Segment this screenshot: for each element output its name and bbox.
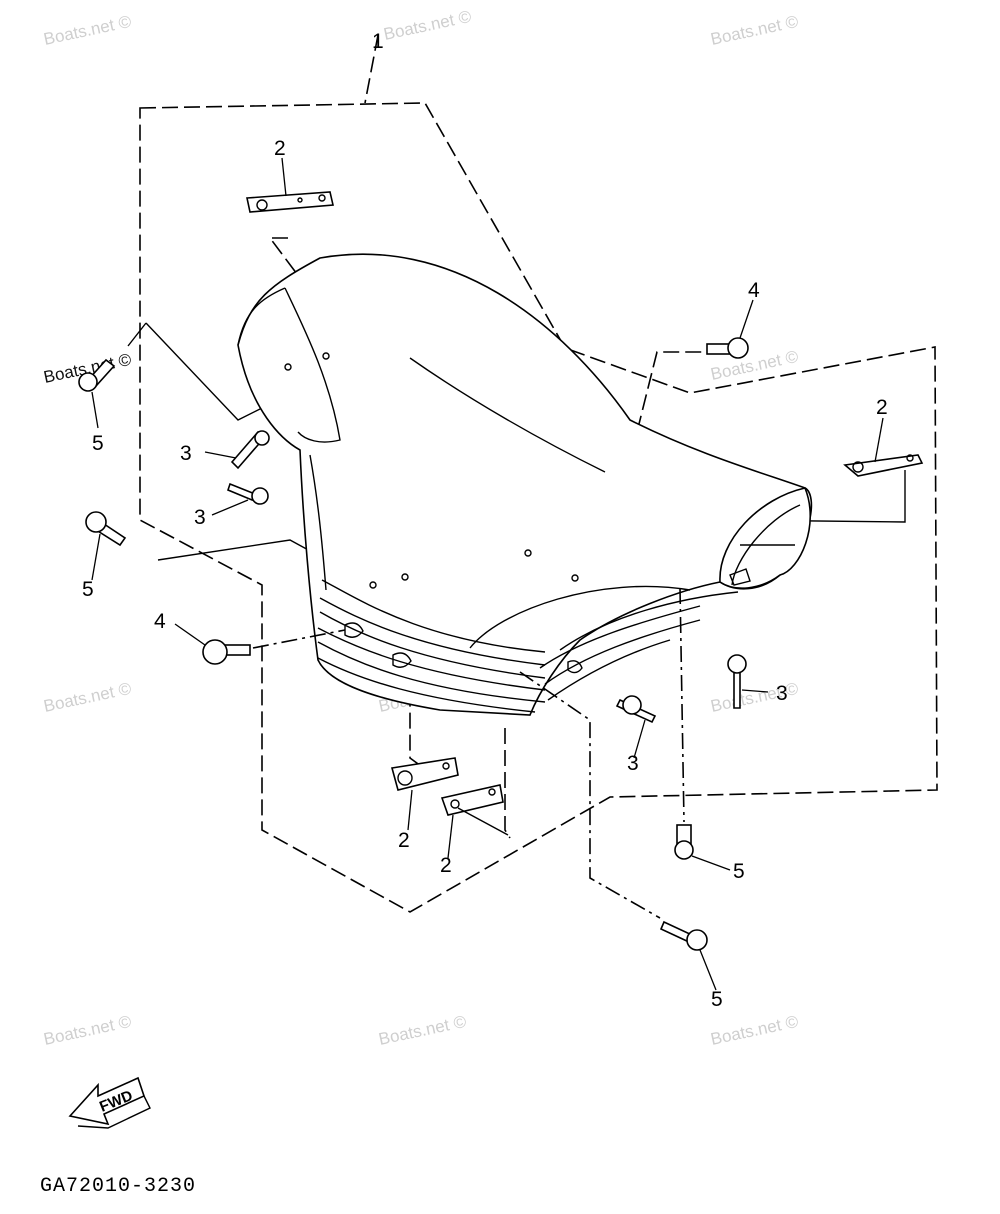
rivet-lower-right — [615, 695, 657, 724]
callout-5: 5 — [733, 860, 745, 883]
bracket-right — [843, 454, 924, 477]
callout-2: 2 — [876, 396, 888, 419]
callout-4: 4 — [748, 279, 760, 302]
callout-2: 2 — [274, 137, 286, 160]
screw-mid-left — [202, 639, 251, 665]
bolt-lower-right — [674, 824, 694, 860]
leader — [457, 807, 509, 836]
rivet-upper-left — [230, 430, 270, 470]
diagram-code: GA72010-3230 — [40, 1175, 196, 1198]
leader-lines — [91, 157, 884, 991]
watermark: Boats.net © — [709, 12, 801, 49]
watermark: Boats.net © — [42, 1012, 134, 1049]
reference-line — [252, 629, 346, 649]
bracket-lower-left — [390, 757, 459, 791]
fwd-arrow-icon: FWD — [68, 1076, 151, 1129]
callout-3: 3 — [776, 682, 788, 705]
rivet-mid-left — [227, 482, 269, 505]
reference-line — [679, 587, 685, 823]
reference-line — [519, 671, 661, 919]
callout-3: 3 — [194, 506, 206, 529]
bracket-lower-right — [440, 784, 504, 816]
bracket-top — [246, 191, 334, 213]
callout-4: 4 — [154, 610, 166, 633]
fwd-label: FWD — [97, 1087, 135, 1116]
watermark: Boats.net © — [382, 7, 474, 44]
watermark: Boats.net © — [42, 679, 134, 716]
bolt-bottom — [659, 920, 708, 951]
callout-5: 5 — [711, 988, 723, 1011]
callouts: 1 2 2 2 2 3 3 3 3 4 4 5 5 5 5 — [82, 30, 888, 1011]
callout-1: 1 — [372, 30, 384, 53]
hood-cover — [237, 253, 813, 716]
callout-5: 5 — [82, 578, 94, 601]
callout-5: 5 — [92, 432, 104, 455]
callout-3: 3 — [627, 752, 639, 775]
callout-3: 3 — [180, 442, 192, 465]
watermark: Boats.net © — [42, 12, 134, 49]
callout-2: 2 — [398, 829, 410, 852]
screw-upper-right — [706, 337, 749, 359]
callout-2: 2 — [440, 854, 452, 877]
bolt-mid-left — [85, 511, 127, 547]
bolt-upper-left — [78, 358, 116, 392]
rivet-right — [727, 654, 747, 709]
watermark: Boats.net © — [709, 1012, 801, 1049]
watermark: Boats.net © — [377, 1012, 469, 1049]
